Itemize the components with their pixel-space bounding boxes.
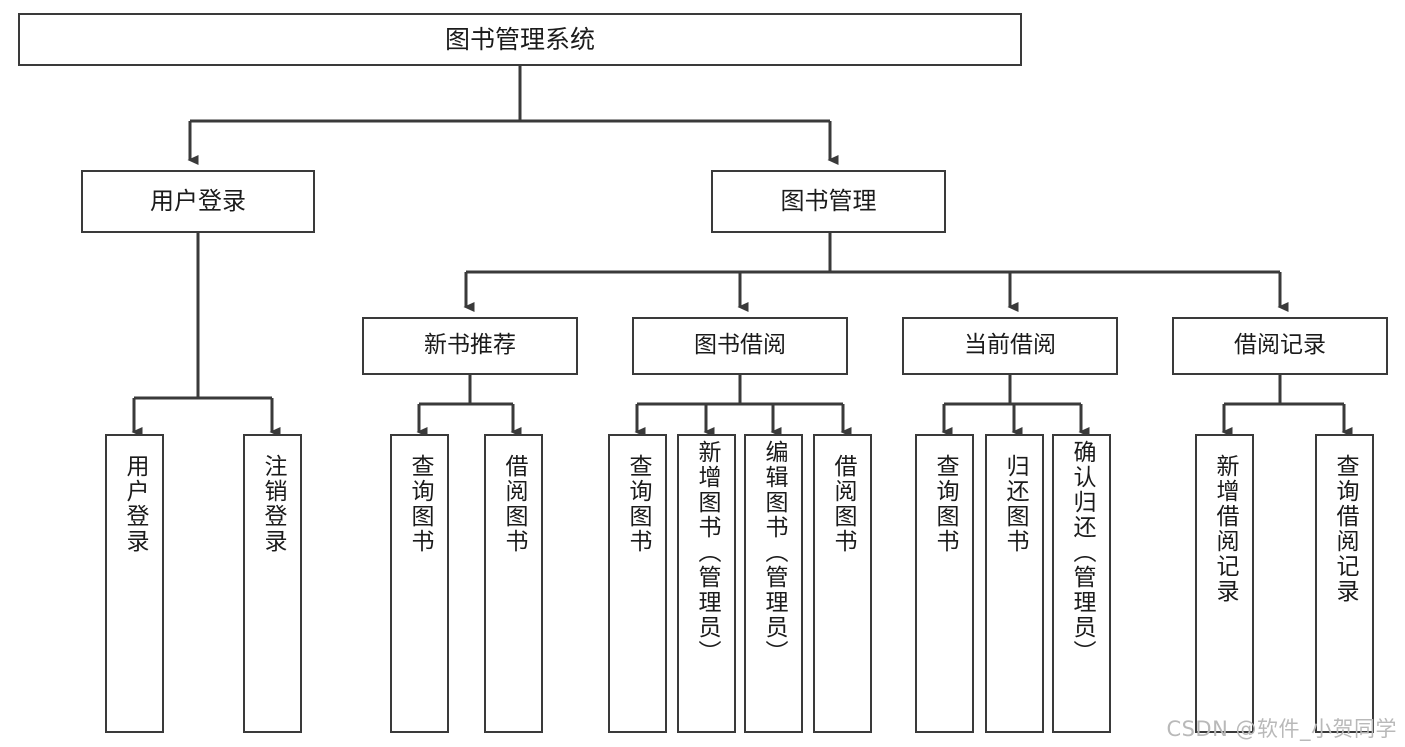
leaf-current-query-book[interactable]: 查询图书 [915,434,974,733]
node-label: 查询图书 [932,454,958,554]
node-book-management[interactable]: 图书管理 [711,170,946,233]
csdn-watermark: CSDN @软件_小贺同学 [1166,717,1397,741]
node-new-book-recommend[interactable]: 新书推荐 [362,317,578,375]
node-label: 新增借阅记录 [1212,454,1238,604]
node-root-system[interactable]: 图书管理系统 [18,13,1022,66]
node-label: 借阅记录 [1234,332,1326,359]
node-label: 查询借阅记录 [1332,454,1358,604]
node-borrow-record[interactable]: 借阅记录 [1172,317,1388,375]
leaf-user-login[interactable]: 用户登录 [105,434,164,733]
leaf-borrow-edit-book-admin[interactable]: 编辑图书（管理员） [744,434,803,733]
leaf-user-logout[interactable]: 注销登录 [243,434,302,733]
node-label: 图书借阅 [694,332,786,359]
leaf-borrow-borrow-book[interactable]: 借阅图书 [813,434,872,733]
node-book-borrow[interactable]: 图书借阅 [632,317,848,375]
leaf-current-return-book[interactable]: 归还图书 [985,434,1044,733]
leaf-record-query-borrow-record[interactable]: 查询借阅记录 [1315,434,1374,733]
node-label: 编辑图书（管理员） [761,440,787,665]
node-label: 归还图书 [1002,454,1028,554]
node-label: 新增图书（管理员） [694,440,720,665]
node-label: 图书管理系统 [444,24,595,54]
leaf-recommend-query-book[interactable]: 查询图书 [390,434,449,733]
leaf-recommend-borrow-book[interactable]: 借阅图书 [484,434,543,733]
node-label: 注销登录 [260,454,286,554]
node-user-login[interactable]: 用户登录 [81,170,315,233]
node-label: 借阅图书 [830,454,856,554]
leaf-borrow-add-book-admin[interactable]: 新增图书（管理员） [677,434,736,733]
leaf-current-confirm-return-admin[interactable]: 确认归还（管理员） [1052,434,1111,733]
node-label: 用户登录 [122,454,148,554]
node-label: 当前借阅 [964,332,1056,359]
node-label: 借阅图书 [501,454,527,554]
node-label: 用户登录 [150,187,246,216]
node-label: 查询图书 [407,454,433,554]
node-label: 新书推荐 [424,332,516,359]
node-label: 查询图书 [625,454,651,554]
leaf-borrow-query-book[interactable]: 查询图书 [608,434,667,733]
node-current-borrow[interactable]: 当前借阅 [902,317,1118,375]
node-label: 确认归还（管理员） [1069,440,1095,665]
node-label: 图书管理 [780,187,877,216]
leaf-record-add-borrow-record[interactable]: 新增借阅记录 [1195,434,1254,733]
